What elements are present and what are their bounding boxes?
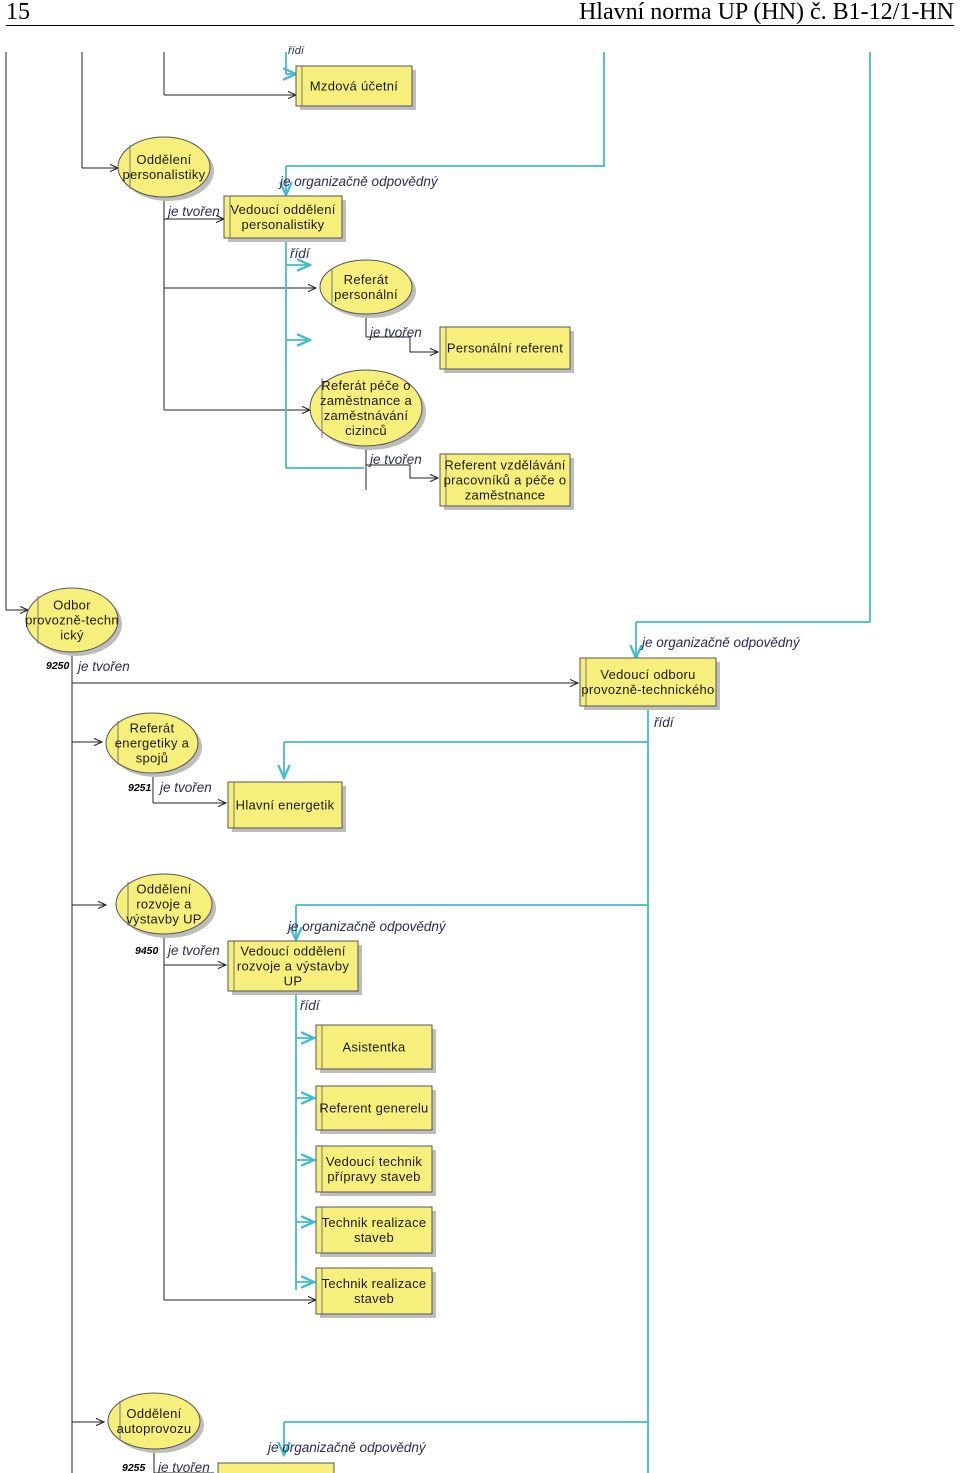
technik-realizace-1-label-line: staveb bbox=[354, 1230, 394, 1245]
referat-pece-label-line: cizinců bbox=[345, 423, 387, 438]
referat-energetiky-label-line: energetiky a bbox=[115, 736, 190, 751]
box-personalni-referent[interactable]: Personální referent bbox=[439, 326, 574, 373]
label-je-tvoren: je tvořen bbox=[166, 204, 220, 219]
vedouci-odboru-pt-label-line: provozně-technického bbox=[581, 682, 714, 697]
vedouci-personalistiky-label-line: Vedoucí oddělení bbox=[230, 202, 335, 217]
oddeleni-rozvoje-label-line: Oddělení bbox=[136, 882, 191, 897]
vedouci-odboru-pt-label-line: Vedoucí odboru bbox=[600, 667, 695, 682]
odbor-pt-label-line: Odbor bbox=[53, 598, 91, 613]
oddeleni-personalistiky-label-line: personalistiky bbox=[123, 167, 206, 182]
oddeleni-rozvoje-label-line: rozvoje a bbox=[136, 897, 192, 912]
label-organizacne-odpovedny: je organizačně odpovědný bbox=[266, 1440, 427, 1455]
box-partial-bottom[interactable] bbox=[217, 1462, 335, 1473]
odbor-pt-label-line: provozně-techn bbox=[25, 613, 119, 628]
technik-realizace-2-label-line: staveb bbox=[354, 1291, 394, 1306]
label-organizacne-odpovedny: je organizačně odpovědný bbox=[286, 919, 447, 934]
referat-pece-label-line: zaměstnance a bbox=[320, 393, 413, 408]
referat-energetiky-label-line: Referát bbox=[130, 721, 175, 736]
oddeleni-rozvoje-label-line: výstavby UP bbox=[126, 912, 202, 927]
referat-personalni-label-line: personální bbox=[334, 287, 398, 302]
odbor-pt-label-line: ický bbox=[60, 628, 84, 643]
label-ridi: řídí bbox=[290, 246, 311, 261]
referent-generelu-label-line: Referent generelu bbox=[319, 1101, 428, 1116]
oddeleni-autoprovozu-label-line: Oddělení bbox=[126, 1406, 181, 1421]
referent-vzdelavani-label-line: pracovníků a péče o bbox=[444, 473, 567, 488]
label-je-tvoren: je tvořen bbox=[158, 780, 212, 795]
hlavni-energetik-label-line: Hlavní energetik bbox=[236, 798, 335, 813]
referat-pece-label-line: Referát péče o bbox=[321, 378, 410, 393]
asistentka-label-line: Asistentka bbox=[343, 1040, 406, 1055]
box-asistentka[interactable]: Asistentka bbox=[315, 1024, 436, 1073]
header-rule bbox=[6, 25, 954, 26]
vedouci-technik-label-line: Vedoucí technik bbox=[326, 1154, 422, 1169]
referat-energetiky-label-line: spojů bbox=[136, 751, 169, 766]
page-title: Hlavní norma UP (HN) č. B1-12/1-HN bbox=[578, 0, 954, 25]
label-je-tvoren: je tvořen bbox=[76, 659, 130, 674]
label-ridi: řídí bbox=[300, 998, 321, 1013]
label-ridi: řídí bbox=[654, 715, 675, 730]
label-organizacne-odpovedny: je organizačně odpovědný bbox=[278, 174, 439, 189]
referent-vzdelavani-label-line: zaměstnance bbox=[465, 488, 546, 503]
label-je-tvoren: je tvořen bbox=[156, 1460, 210, 1473]
referent-vzdelavani-label-line: Referent vzdělávání bbox=[444, 458, 565, 473]
page-header: 15 Hlavní norma UP (HN) č. B1-12/1-HN bbox=[0, 0, 960, 26]
page-number: 15 bbox=[6, 0, 30, 25]
nodes: Mzdová účetníOddělenípersonalistikyVedou… bbox=[25, 65, 720, 1473]
responsibility-lines bbox=[284, 52, 871, 1473]
oddeleni-autoprovozu-label-line: autoprovozu bbox=[117, 1421, 192, 1436]
label-je-tvoren: je tvořen bbox=[368, 325, 422, 340]
structure-lines bbox=[5, 52, 578, 1473]
box-mzdova-ucetni[interactable]: Mzdová účetní bbox=[295, 65, 416, 110]
mzdova-ucetni-label-line: Mzdová účetní bbox=[310, 79, 399, 94]
vedouci-rozvoje-label-line: Vedoucí oddělení bbox=[240, 944, 345, 959]
box-hlavni-energetik[interactable]: Hlavní energetik bbox=[227, 781, 346, 832]
code-9250: 9250 bbox=[46, 660, 70, 672]
technik-realizace-2-label-line: Technik realizace bbox=[322, 1276, 427, 1291]
code-9450: 9450 bbox=[135, 945, 159, 957]
label-ridi-top: řídí bbox=[288, 45, 305, 57]
personalni-referent-label-line: Personální referent bbox=[447, 341, 563, 356]
vedouci-rozvoje-label-line: rozvoje a výstavby bbox=[237, 959, 350, 974]
vedouci-personalistiky-label-line: personalistiky bbox=[242, 217, 325, 232]
label-organizacne-odpovedny: je organizačně odpovědný bbox=[640, 635, 801, 650]
label-je-tvoren: je tvořen bbox=[368, 452, 422, 467]
label-je-tvoren: je tvořen bbox=[166, 943, 220, 958]
vedouci-rozvoje-label-line: UP bbox=[284, 974, 303, 989]
relation-labels: řídí je organizačně odpovědný je tvořen … bbox=[46, 45, 801, 1473]
vedouci-technik-label-line: přípravy staveb bbox=[327, 1169, 420, 1184]
code-9251: 9251 bbox=[128, 782, 152, 794]
code-9255: 9255 bbox=[122, 1462, 146, 1473]
referat-pece-label-line: zaměstnávání bbox=[324, 408, 409, 423]
referat-personalni-label-line: Referát bbox=[344, 272, 389, 287]
box-referent-generelu[interactable]: Referent generelu bbox=[315, 1085, 436, 1134]
technik-realizace-1-label-line: Technik realizace bbox=[322, 1215, 427, 1230]
oddeleni-personalistiky-label-line: Oddělení bbox=[136, 152, 191, 167]
